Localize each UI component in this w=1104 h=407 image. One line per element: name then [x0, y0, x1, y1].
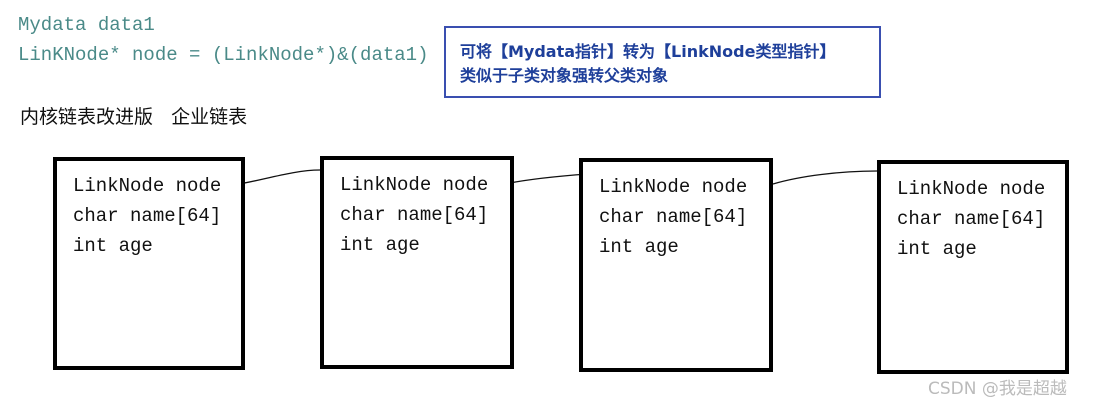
node-field-linknode: LinkNode node: [599, 176, 748, 198]
node-field-name: char name[64]: [599, 206, 748, 228]
node-field-name: char name[64]: [73, 205, 222, 227]
link-node-box: LinkNode node char name[64] int age: [877, 160, 1069, 374]
node-field-linknode: LinkNode node: [73, 175, 222, 197]
node-field-name: char name[64]: [340, 204, 489, 226]
node-field-age: int age: [599, 236, 679, 258]
node-field-age: int age: [897, 238, 977, 260]
link-line-3-4: [772, 170, 878, 185]
link-node-box: LinkNode node char name[64] int age: [53, 157, 245, 370]
link-node-box: LinkNode node char name[64] int age: [320, 156, 514, 369]
link-node-box: LinkNode node char name[64] int age: [579, 158, 773, 372]
node-field-linknode: LinkNode node: [340, 174, 489, 196]
callout-note: 可将【Mydata指针】转为【LinkNode类型指针】 类似于子类对象强转父类…: [444, 26, 881, 98]
code-cast-line: LinKNode* node = (LinkNode*)&(data1): [18, 44, 429, 66]
callout-line-1: 可将【Mydata指针】转为【LinkNode类型指针】: [460, 42, 836, 61]
watermark: CSDN @我是超越: [928, 379, 1067, 399]
diagram-heading: 内核链表改进版 企业链表: [20, 106, 248, 128]
node-field-age: int age: [73, 235, 153, 257]
callout-line-2: 类似于子类对象强转父类对象: [460, 66, 669, 85]
node-field-name: char name[64]: [897, 208, 1046, 230]
node-field-age: int age: [340, 234, 420, 256]
node-field-linknode: LinkNode node: [897, 178, 1046, 200]
code-declaration-line: Mydata data1: [18, 14, 155, 36]
